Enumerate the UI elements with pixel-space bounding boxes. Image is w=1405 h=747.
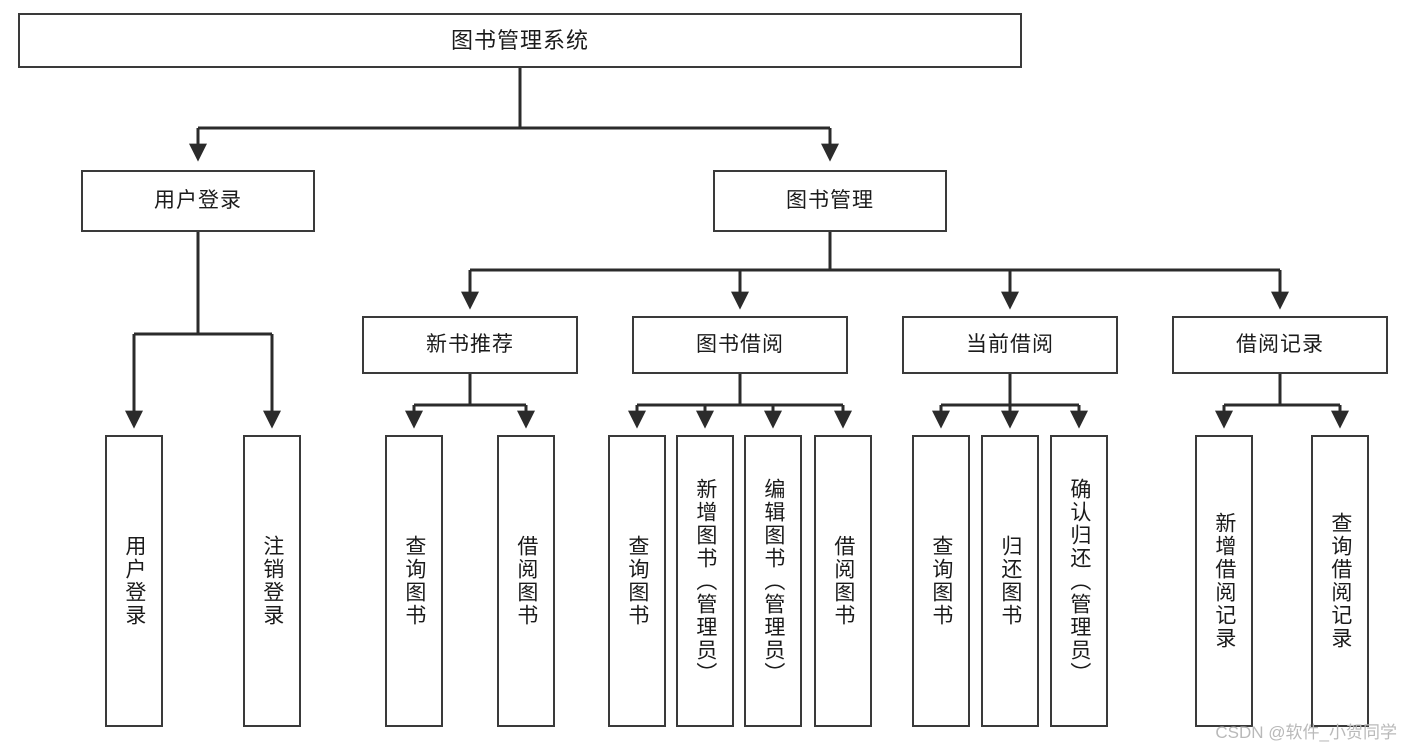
node-book-borrow[interactable]: 图书借阅 (632, 316, 848, 374)
node-label: 图书借阅 (696, 332, 784, 356)
leaf-new-book-borrow[interactable]: 借阅图书 (497, 435, 555, 727)
leaf-current-borrow-return[interactable]: 归还图书 (981, 435, 1039, 727)
node-root-system[interactable]: 图书管理系统 (18, 13, 1022, 68)
node-label: 新增图书（管理员） (693, 477, 717, 685)
node-label: 查询借阅记录 (1328, 512, 1352, 650)
node-label: 查询图书 (929, 535, 953, 627)
node-label: 确认归还（管理员） (1067, 477, 1091, 685)
leaf-book-borrow-edit[interactable]: 编辑图书（管理员） (744, 435, 802, 727)
node-user-login[interactable]: 用户登录 (81, 170, 315, 232)
node-label: 新增借阅记录 (1212, 512, 1236, 650)
node-new-book-recommend[interactable]: 新书推荐 (362, 316, 578, 374)
node-label: 注销登录 (260, 535, 284, 627)
leaf-book-borrow-query[interactable]: 查询图书 (608, 435, 666, 727)
leaf-new-book-query[interactable]: 查询图书 (385, 435, 443, 727)
node-label: 图书管理 (786, 188, 874, 212)
node-current-borrow[interactable]: 当前借阅 (902, 316, 1118, 374)
node-label: 用户登录 (154, 188, 242, 212)
node-label: 查询图书 (625, 535, 649, 627)
leaf-user-login-logout[interactable]: 注销登录 (243, 435, 301, 727)
leaf-borrow-record-query[interactable]: 查询借阅记录 (1311, 435, 1369, 727)
node-label: 编辑图书（管理员） (761, 477, 785, 685)
node-label: 查询图书 (402, 535, 426, 627)
node-borrow-record[interactable]: 借阅记录 (1172, 316, 1388, 374)
leaf-borrow-record-add[interactable]: 新增借阅记录 (1195, 435, 1253, 727)
node-label: 借阅图书 (514, 535, 538, 627)
leaf-user-login-login[interactable]: 用户登录 (105, 435, 163, 727)
node-label: 借阅图书 (831, 535, 855, 627)
node-label: 借阅记录 (1236, 332, 1324, 356)
node-label: 图书管理系统 (450, 27, 589, 53)
node-label: 新书推荐 (426, 332, 514, 356)
node-label: 归还图书 (998, 535, 1022, 627)
node-label: 用户登录 (122, 535, 146, 627)
node-label: 当前借阅 (966, 332, 1054, 356)
leaf-current-borrow-query[interactable]: 查询图书 (912, 435, 970, 727)
leaf-book-borrow-borrow[interactable]: 借阅图书 (814, 435, 872, 727)
watermark-text: CSDN @软件_小贺同学 (1215, 723, 1397, 742)
leaf-book-borrow-add[interactable]: 新增图书（管理员） (676, 435, 734, 727)
node-book-management[interactable]: 图书管理 (713, 170, 947, 232)
leaf-current-borrow-confirm-return[interactable]: 确认归还（管理员） (1050, 435, 1108, 727)
